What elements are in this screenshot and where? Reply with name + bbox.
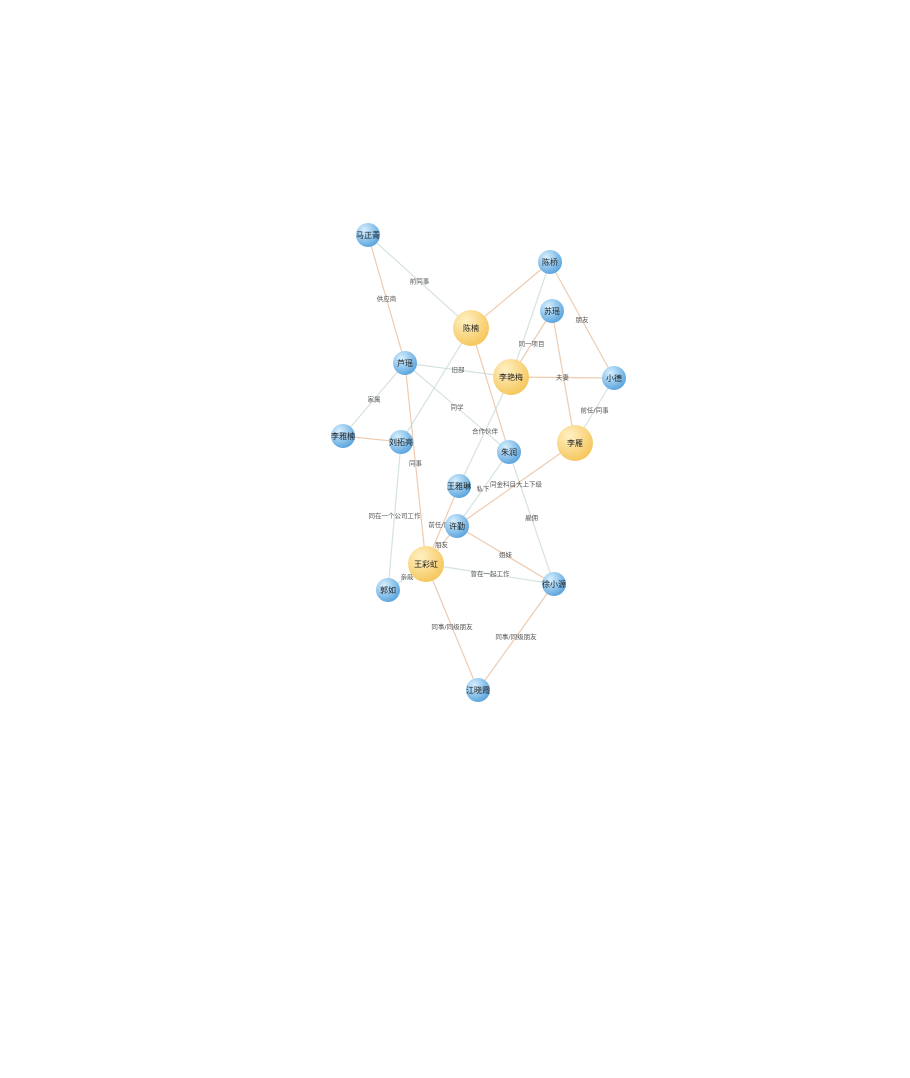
edge-labels-layer: 前同事供应商朋友同一项目旧部同学家属同事夫妻合作伙伴前任/同事同在一个公司工作雇… <box>368 277 610 642</box>
edge-label: 供应商 <box>377 294 397 303</box>
leaf-node-circle[interactable] <box>602 366 626 390</box>
edge-n11-n16 <box>508 451 555 585</box>
node-n9[interactable]: 刘拓亮 <box>389 430 413 454</box>
edge-n10-n13 <box>456 442 576 527</box>
node-label: 郭如 <box>380 585 396 595</box>
node-label: 江晓霞 <box>466 685 490 695</box>
edge-n16-n17 <box>477 583 555 691</box>
edge-label: 前同事 <box>410 277 430 286</box>
leaf-node-circle[interactable] <box>542 572 566 596</box>
node-label: 李雅楠 <box>331 431 355 441</box>
edge-n3-n11 <box>470 327 510 453</box>
edge-n6-n12 <box>458 376 512 487</box>
hub-node-circle[interactable] <box>453 310 489 346</box>
edge-label: 同一项目 <box>519 340 545 348</box>
edge-label: 曾在一起工作 <box>471 569 511 578</box>
node-n10[interactable]: 李雁 <box>557 425 593 461</box>
node-n6[interactable]: 李艳梅 <box>493 359 529 395</box>
edge-label: 前任/同事 <box>580 406 609 415</box>
node-label: 许勤 <box>449 521 465 531</box>
node-n4[interactable]: 苏瑶 <box>540 299 564 323</box>
edge-label: 同在一个公司工作 <box>369 511 422 520</box>
edge-label: 合作伙伴 <box>472 427 499 436</box>
leaf-node-circle[interactable] <box>445 514 469 538</box>
node-label: 徐小源 <box>542 579 566 589</box>
leaf-node-circle[interactable] <box>538 250 562 274</box>
node-n12[interactable]: 王雅琳 <box>447 474 471 498</box>
node-label: 王彩虹 <box>414 559 438 569</box>
leaf-node-circle[interactable] <box>376 578 400 602</box>
edge-n11-n13 <box>456 451 510 527</box>
edge-label: 前任/朋友 <box>428 520 457 529</box>
node-n8[interactable]: 李雅楠 <box>331 424 355 448</box>
node-label: 王雅琳 <box>447 481 471 491</box>
leaf-node-circle[interactable] <box>331 424 355 448</box>
node-label: 芦瑶 <box>397 358 413 368</box>
node-label: 苏瑶 <box>544 306 560 316</box>
node-n13[interactable]: 许勤 <box>445 514 469 538</box>
edge-label: 同学 <box>451 403 465 412</box>
hub-node-circle[interactable] <box>557 425 593 461</box>
hub-node-circle[interactable] <box>493 359 529 395</box>
node-label: 刘拓亮 <box>389 437 413 447</box>
edge-label: 雇佣 <box>525 513 539 522</box>
node-label: 陈桥 <box>542 257 558 267</box>
edge-label: 同事 <box>409 459 423 468</box>
edge-label: 朋友 <box>435 540 449 549</box>
edge-n2-n7 <box>549 261 615 379</box>
edge-label: 私下 <box>477 484 491 493</box>
edge-n5-n8 <box>342 362 406 437</box>
node-n2[interactable]: 陈桥 <box>538 250 562 274</box>
node-label: 朱润 <box>501 447 517 457</box>
node-n1[interactable]: 马正青 <box>356 223 380 247</box>
edge-n9-n15 <box>387 441 402 591</box>
edges-layer <box>342 234 615 691</box>
node-n16[interactable]: 徐小源 <box>542 572 566 596</box>
edge-label: 同事/同级朋友 <box>431 622 473 631</box>
node-n7[interactable]: 小德 <box>602 366 626 390</box>
edge-n5-n14 <box>404 362 427 565</box>
edge-label: 同金科目大上下级 <box>490 480 543 489</box>
edge-n5-n11 <box>404 362 510 453</box>
node-n5[interactable]: 芦瑶 <box>393 351 417 375</box>
edge-n1-n5 <box>367 234 406 364</box>
node-n3[interactable]: 陈楠 <box>453 310 489 346</box>
leaf-node-circle[interactable] <box>356 223 380 247</box>
edge-n3-n9 <box>400 327 472 443</box>
edge-n2-n6 <box>510 261 551 378</box>
node-label: 小德 <box>606 373 622 383</box>
hub-node-circle[interactable] <box>408 546 444 582</box>
edge-label: 夫妻 <box>556 373 570 382</box>
edge-n13-n16 <box>456 525 555 585</box>
edge-n14-n16 <box>425 563 555 585</box>
edge-label: 旧部 <box>452 365 466 374</box>
leaf-node-circle[interactable] <box>447 474 471 498</box>
node-n14[interactable]: 王彩虹 <box>408 546 444 582</box>
edge-label: 亲戚 <box>401 572 415 581</box>
node-n17[interactable]: 江晓霞 <box>466 678 490 702</box>
edge-label: 朋友 <box>576 315 590 324</box>
edge-label: 家属 <box>368 395 381 404</box>
edge-n14-n17 <box>425 563 479 691</box>
node-n11[interactable]: 朱润 <box>497 440 521 464</box>
leaf-node-circle[interactable] <box>393 351 417 375</box>
node-label: 陈楠 <box>463 323 479 333</box>
node-label: 李艳梅 <box>499 372 523 382</box>
leaf-node-circle[interactable] <box>466 678 490 702</box>
node-label: 李雁 <box>567 438 583 448</box>
edge-n1-n3 <box>367 234 472 329</box>
leaf-node-circle[interactable] <box>497 440 521 464</box>
leaf-node-circle[interactable] <box>389 430 413 454</box>
edge-label: 同事/同级朋友 <box>495 632 537 641</box>
leaf-node-circle[interactable] <box>540 299 564 323</box>
node-n15[interactable]: 郭如 <box>376 578 400 602</box>
node-label: 马正青 <box>356 230 380 240</box>
edge-label: 姐妹 <box>499 550 513 559</box>
